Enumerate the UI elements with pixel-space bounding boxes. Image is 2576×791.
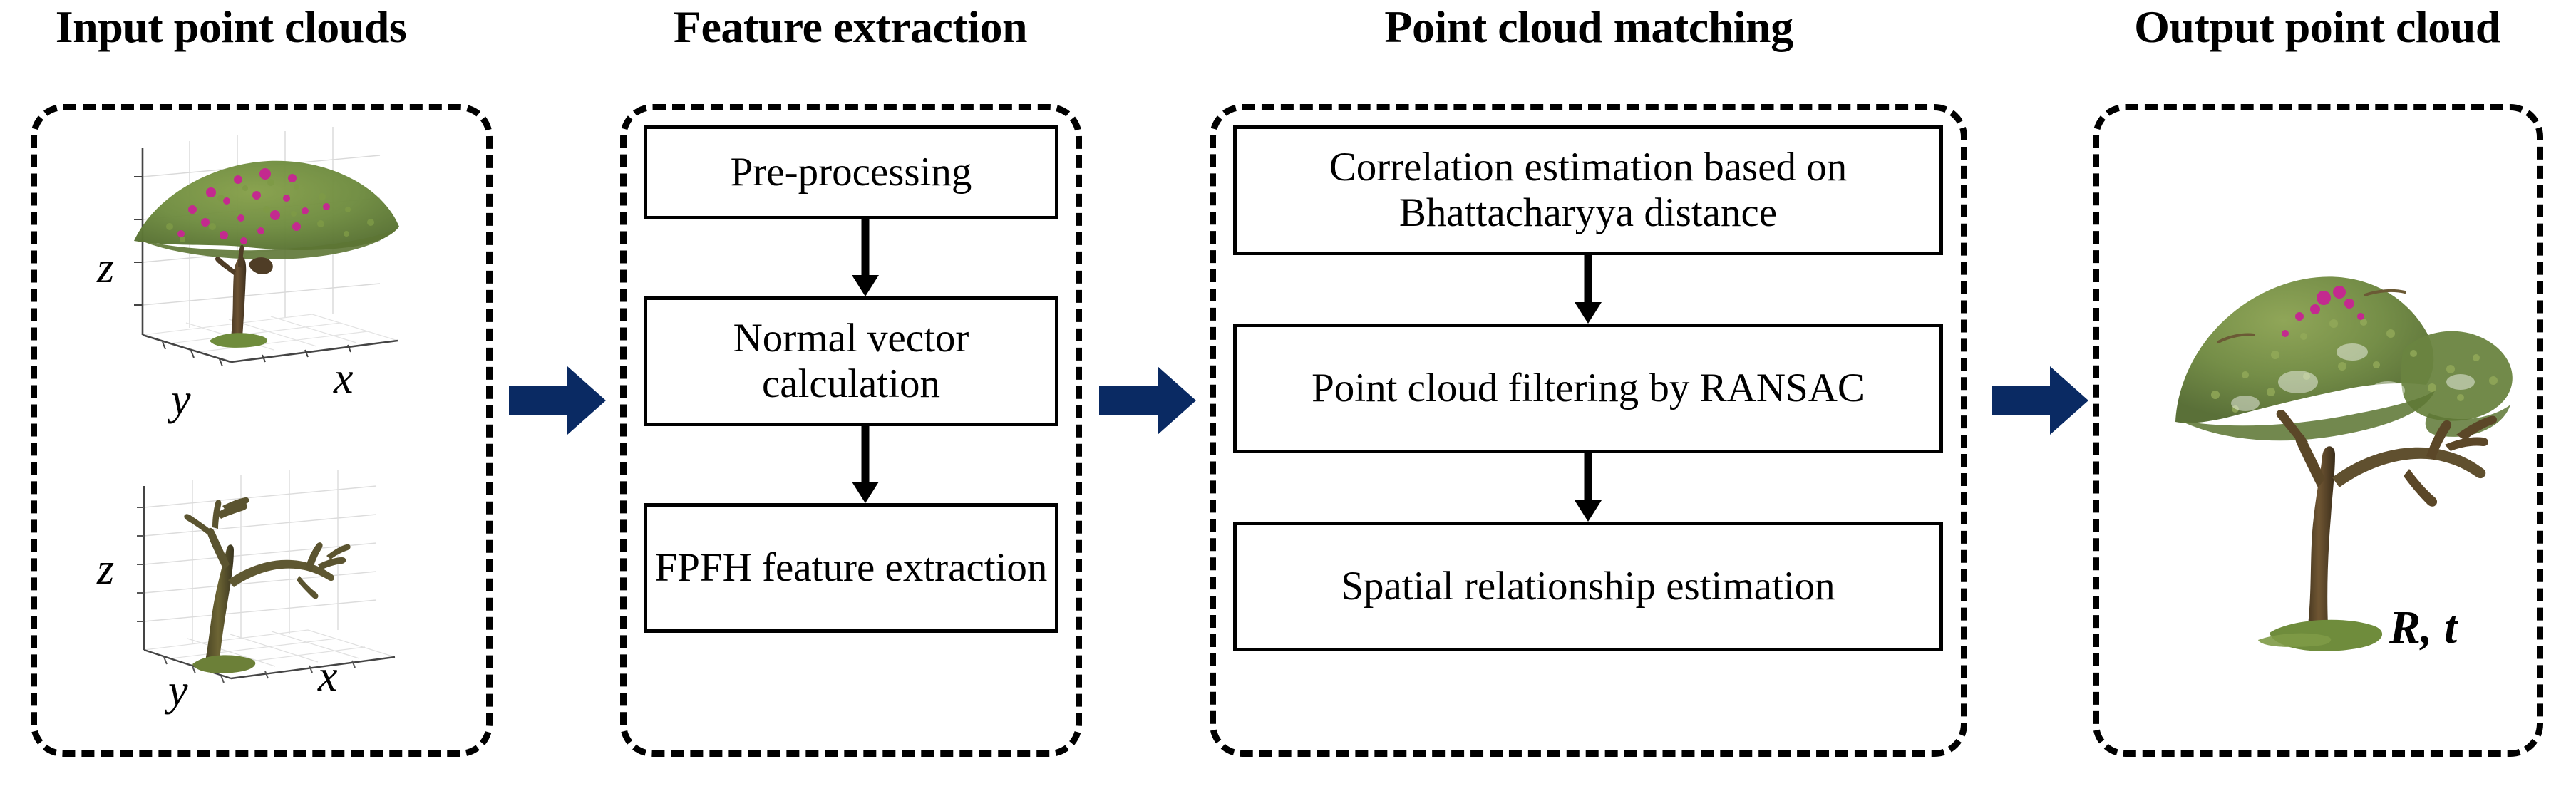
output-transform-label: R, t [2389,601,2458,653]
plot-bare-tree-axis-z: z [97,545,115,594]
process-box-correlation-estimation[interactable]: Correlation estimation based on Bhattach… [1233,125,1943,255]
process-box-ransac-filtering[interactable]: Point cloud filtering by RANSAC [1233,324,1943,453]
plot-bare-tree-axis-x: x [318,652,338,700]
stage-title-feature-extraction: Feature extraction [673,1,1028,52]
stage-title-output: Output point cloud [2134,1,2500,52]
stage-title-point-cloud-matching: Point cloud matching [1384,1,1793,52]
panel-feature-extraction [620,104,1082,757]
plot-bare-tree-axis-y: y [168,666,188,715]
flow-arrow-feature-2 [851,426,880,503]
process-box-fpfh-feature-extraction[interactable]: FPFH feature extraction [644,503,1058,633]
plot-bare-tree [91,470,433,713]
plot-flowering-tree-axis-y: y [171,376,191,424]
plot-merged-tree [2138,229,2538,671]
arrow-matching-to-output [1992,365,2088,436]
plot-flowering-tree-axis-z: z [97,244,115,292]
plot-flowering-tree [91,127,433,412]
panel-input-point-clouds [31,104,493,757]
arrow-features-to-matching [1099,365,1196,436]
arrow-input-to-features [509,365,606,436]
process-box-normal-vector-calculation[interactable]: Normal vector calculation [644,296,1058,426]
flow-arrow-matching-1 [1574,255,1602,324]
stage-title-input: Input point clouds [55,1,407,52]
plot-flowering-tree-axis-x: x [334,354,354,403]
panel-output-point-cloud [2093,104,2543,757]
process-box-pre-processing[interactable]: Pre-processing [644,125,1058,219]
process-box-spatial-relationship-estimation[interactable]: Spatial relationship estimation [1233,522,1943,651]
flow-arrow-feature-1 [851,219,880,296]
flow-arrow-matching-2 [1574,453,1602,522]
panel-point-cloud-matching [1210,104,1967,757]
